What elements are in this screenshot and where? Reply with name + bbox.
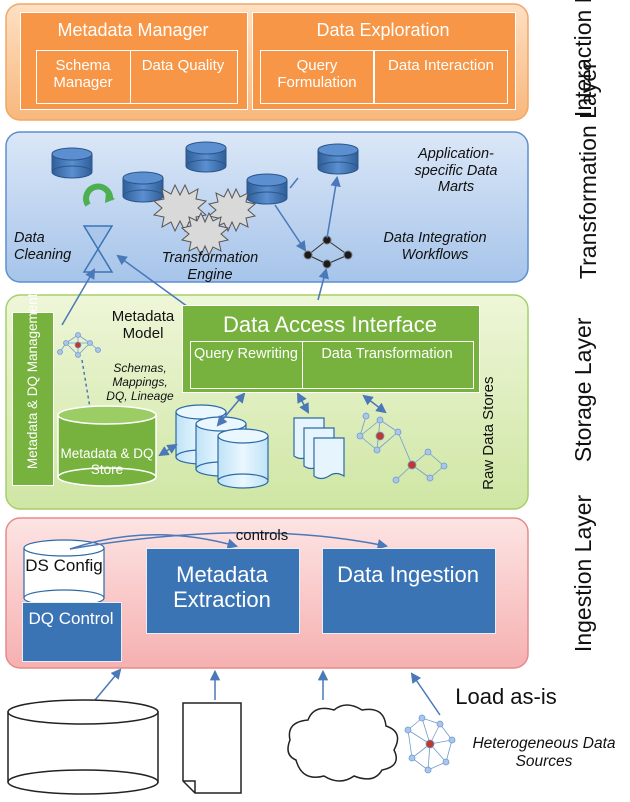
raw-data-graph-icon <box>356 412 448 484</box>
metadata-extraction-label: Metadata Extraction <box>173 562 271 613</box>
schema-manager-label: Schema Manager <box>53 57 113 92</box>
transformation-layer-label: Transformation Layer <box>574 61 601 280</box>
query-rewriting-box <box>190 341 304 389</box>
metadata-dq-mgmt-label: Metadata & DQ Management <box>24 293 40 470</box>
ingestion-layer-label: Ingestion Layer <box>569 494 596 653</box>
cycle-icon <box>83 183 114 207</box>
metadata-extraction-box <box>146 548 300 634</box>
schemas-note-label: Schemas, Mappings, DQ, Lineage <box>106 361 174 403</box>
ds-config-cylinder <box>23 539 105 607</box>
controls-label: controls <box>235 527 289 544</box>
gear-icons <box>152 183 257 257</box>
metadata-model-label: Metadata Model <box>111 308 175 343</box>
transformation-engine-label: Transformation Engine <box>161 250 259 283</box>
database-source-icon <box>7 699 159 795</box>
cloud-source-icon <box>287 704 399 782</box>
metadata-store-cylinder <box>57 405 157 487</box>
metadata-manager-label: Metadata Manager <box>57 20 209 40</box>
hourglass-icon <box>82 225 114 273</box>
load-as-is-label: Load as-is <box>455 684 557 709</box>
storage-layer-label: Storage Layer <box>569 317 596 463</box>
data-interaction-box <box>374 50 508 104</box>
data-quality-label: Data Quality <box>141 57 225 74</box>
query-formulation-box <box>260 50 374 104</box>
data-access-interface-label: Data Access Interface <box>223 312 437 337</box>
data-ingestion-label: Data Ingestion <box>337 562 479 587</box>
query-rewriting-label: Query Rewriting <box>194 346 298 362</box>
workflow-nodes <box>303 235 353 269</box>
data-exploration-label: Data Exploration <box>316 20 450 40</box>
data-interaction-label: Data Interaction <box>388 57 494 74</box>
query-formulation-label: Query Formulation <box>277 57 357 92</box>
heterogeneous-graph-icon <box>404 714 456 774</box>
data-mart-cylinders <box>51 141 359 205</box>
document-source-icon <box>182 702 242 794</box>
data-transformation-box <box>302 341 474 389</box>
dq-control-box <box>22 602 122 662</box>
transformation-panel <box>5 131 529 283</box>
document-stack-icon <box>293 417 345 480</box>
data-quality-box <box>130 50 238 104</box>
schema-manager-box <box>36 50 132 104</box>
dq-control-label: DQ Control <box>28 609 114 628</box>
heterogeneous-sources-label: Heterogeneous Data Sources <box>472 735 616 770</box>
data-transformation-label: Data Transformation <box>321 346 453 362</box>
data-ingestion-box <box>322 548 496 634</box>
data-cleaning-label: Data Cleaning <box>14 230 72 263</box>
app-marts-label: Application-specific Data Marts <box>414 146 498 196</box>
metadata-dq-mgmt-box <box>12 312 54 486</box>
integration-workflows-label: Data Integration Workflows <box>383 230 487 263</box>
metadata-graph-icon <box>57 332 101 358</box>
ds-config-label: DS Config <box>25 556 103 575</box>
metadata-store-label: Metadata & DQ Store <box>60 446 154 477</box>
raw-data-stores-label: Raw Data Stores <box>480 376 498 490</box>
